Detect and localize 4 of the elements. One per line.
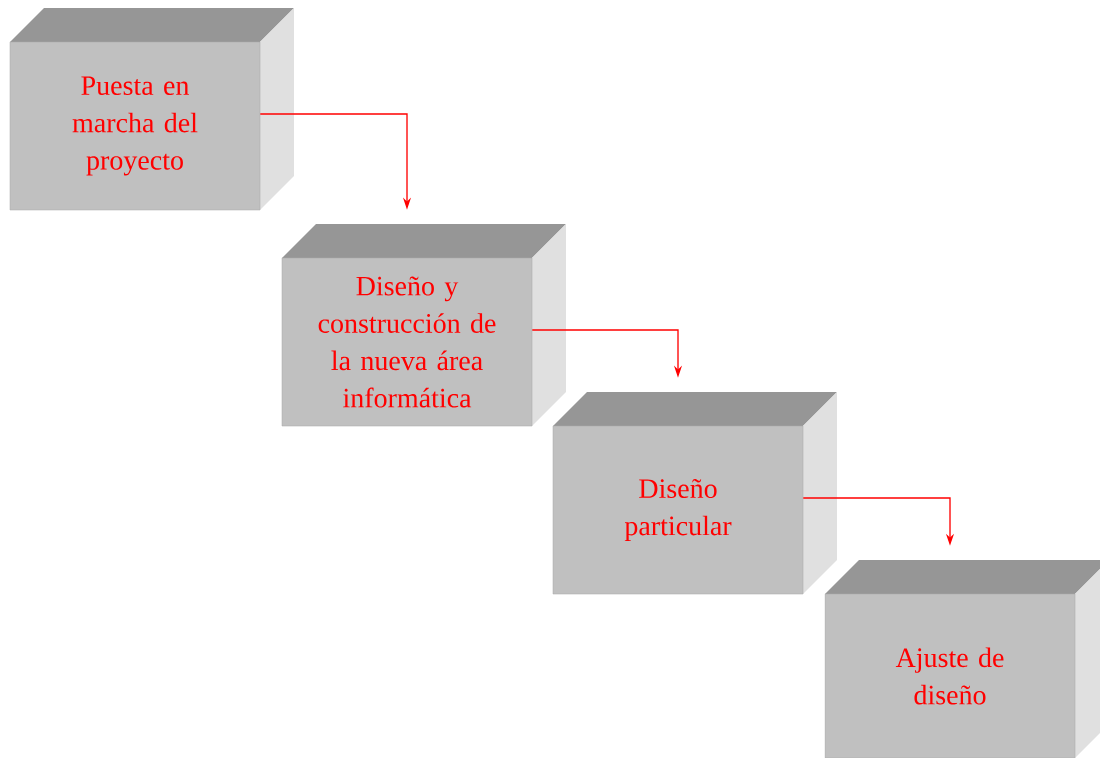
process-block: Diseño y construcción de la nueva área informática [281,224,566,427]
process-block: Puesta en marcha del proyecto [9,8,294,211]
process-block: Ajuste de diseño [824,560,1100,758]
process-block: Diseño particular [552,392,837,595]
